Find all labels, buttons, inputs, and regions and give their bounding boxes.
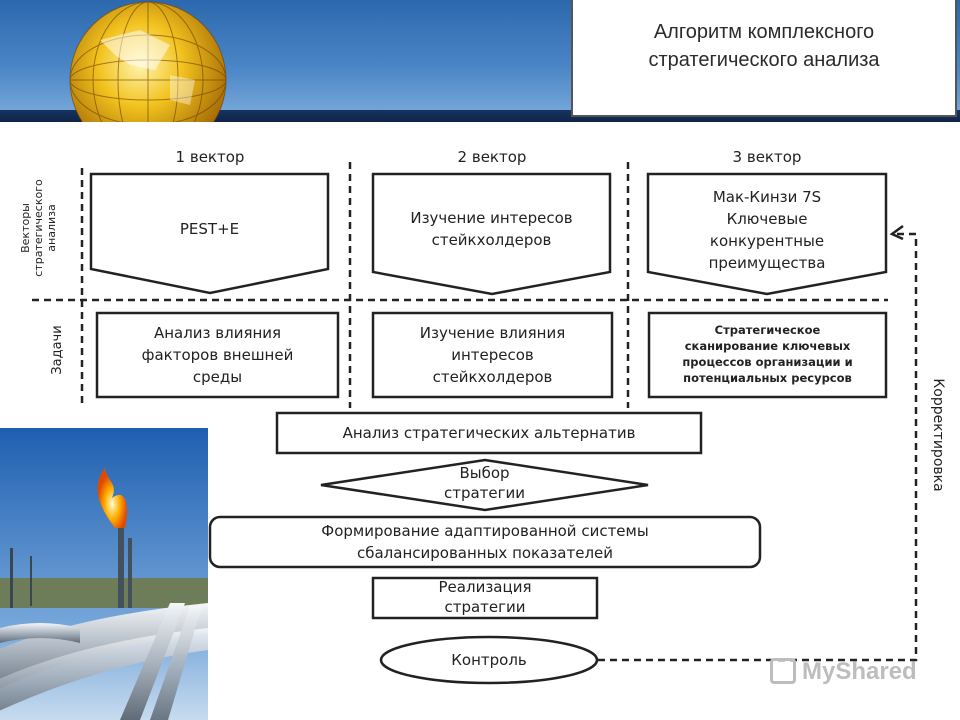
control-text: Контроль <box>451 651 527 669</box>
vector-3-text-line: Ключевые <box>726 210 808 228</box>
diagram-lines <box>32 162 918 685</box>
task-2-text-line: Изучение влияния <box>419 324 566 342</box>
bsc-text-line: Формирование адаптированной системы <box>321 522 649 540</box>
task-1-text-line: факторов внешней <box>141 346 294 364</box>
task-2-box <box>371 311 614 399</box>
task-3-text: Стратегическое сканирование ключевых про… <box>649 322 886 386</box>
task-2-text-line: интересов <box>451 346 534 364</box>
bsc-box <box>208 515 762 569</box>
myshared-icon <box>770 657 796 684</box>
title-line-2: стратегического анализа <box>648 49 880 71</box>
alternatives-box <box>275 411 703 455</box>
vector-2-text-line: стейкхолдеров <box>431 231 552 249</box>
vector-3-text: Мак-Кинзи 7S Ключевые конкурентные преим… <box>648 186 886 274</box>
tasks-side-label: Задачи <box>50 325 65 375</box>
implementation-text-line: Реализация <box>438 578 532 596</box>
title-box: Алгоритм комплексного стратегического ан… <box>571 0 957 117</box>
task-3-text-line: Стратегическое <box>714 323 821 337</box>
vectors-side-label: Векторы стратегического анализа <box>19 178 61 278</box>
implementation-text-line: стратегии <box>444 598 526 616</box>
vector-3-text-line: преимущества <box>708 254 826 272</box>
task-3-text-line: потенциальных ресурсов <box>683 371 852 385</box>
vectors-side-label-line-1: Векторы <box>19 203 32 253</box>
watermark-text: MyShared <box>802 658 917 685</box>
task-1-text-line: Анализ влияния <box>153 324 282 342</box>
vector-3-box <box>646 172 888 296</box>
vector-1-box <box>89 172 330 295</box>
task-1-text: Анализ влияния факторов внешней среды <box>97 322 338 388</box>
choice-text-line: Выбор <box>459 464 510 482</box>
task-3-text-line: процессов организации и <box>682 355 853 369</box>
bsc-text-line: сбалансированных показателей <box>356 544 614 562</box>
vector-2-box <box>371 172 612 296</box>
task-2-text-line: стейкхолдеров <box>432 368 553 386</box>
vector-1-text-line: PEST+E <box>179 220 240 238</box>
implementation-box <box>371 576 599 620</box>
task-2-text: Изучение влияния интересов стейкхолдеров <box>373 322 612 388</box>
page-title: Алгоритм комплексного стратегического ан… <box>573 18 955 74</box>
alternatives-text: Анализ стратегических альтернатив <box>342 424 636 442</box>
control-ellipse <box>379 635 599 685</box>
vectors-side-label-line-2: стратегического <box>32 179 45 277</box>
correction-label: Корректировка <box>930 378 946 492</box>
vectors-side-label-line-3: анализа <box>45 204 58 252</box>
vector-3-header: 3 вектор <box>732 148 802 166</box>
pipeline-photo <box>0 428 208 720</box>
vector-2-text: Изучение интересов стейкхолдеров <box>373 207 610 251</box>
globe-logo <box>30 0 270 122</box>
vector-2-header: 2 вектор <box>457 148 527 166</box>
strategy-diagram: Векторы стратегического анализа Задачи 1… <box>0 122 960 720</box>
watermark: MyShared <box>770 657 917 686</box>
choice-diamond <box>320 458 649 512</box>
choice-text: Выбор стратегии <box>321 463 648 503</box>
task-3-text-line: сканирование ключевых <box>684 339 851 353</box>
choice-text-line: стратегии <box>443 484 526 502</box>
vector-1-text: PEST+E <box>91 218 328 240</box>
vector-3-text-line: конкурентные <box>709 232 825 250</box>
vector-3-text-line: Мак-Кинзи 7S <box>712 188 822 206</box>
vector-1-header: 1 вектор <box>175 148 245 166</box>
title-line-1: Алгоритм комплексного <box>653 21 875 43</box>
implementation-text: Реализация стратегии <box>373 577 597 617</box>
bsc-text: Формирование адаптированной системы сбал… <box>210 520 760 564</box>
task-3-box <box>647 311 888 399</box>
task-1-text-line: среды <box>192 368 243 386</box>
vector-2-text-line: Изучение интересов <box>410 209 573 227</box>
task-1-box <box>95 311 340 399</box>
